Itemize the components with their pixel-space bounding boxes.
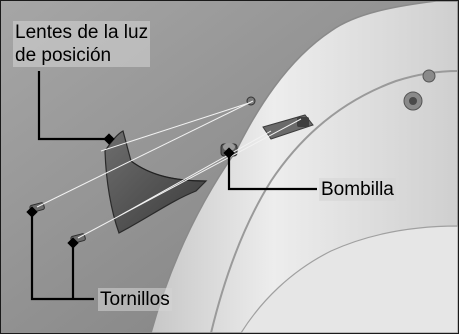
lens-label-line2: de posición	[15, 45, 112, 66]
assembly-guide-lines	[36, 100, 302, 239]
callout-leaders	[30, 71, 317, 301]
fairing-contour	[210, 70, 458, 333]
position-light-lens	[104, 130, 208, 234]
fairing-lower-panel	[240, 225, 458, 333]
lens-label-line1: Lentes de la luz	[15, 22, 149, 43]
bulb-label: Bombilla	[319, 178, 396, 201]
fairing-knobs	[403, 69, 436, 111]
lens-label: Lentes de la luz de posición	[13, 21, 151, 67]
screws-label: Tornillos	[98, 288, 172, 311]
